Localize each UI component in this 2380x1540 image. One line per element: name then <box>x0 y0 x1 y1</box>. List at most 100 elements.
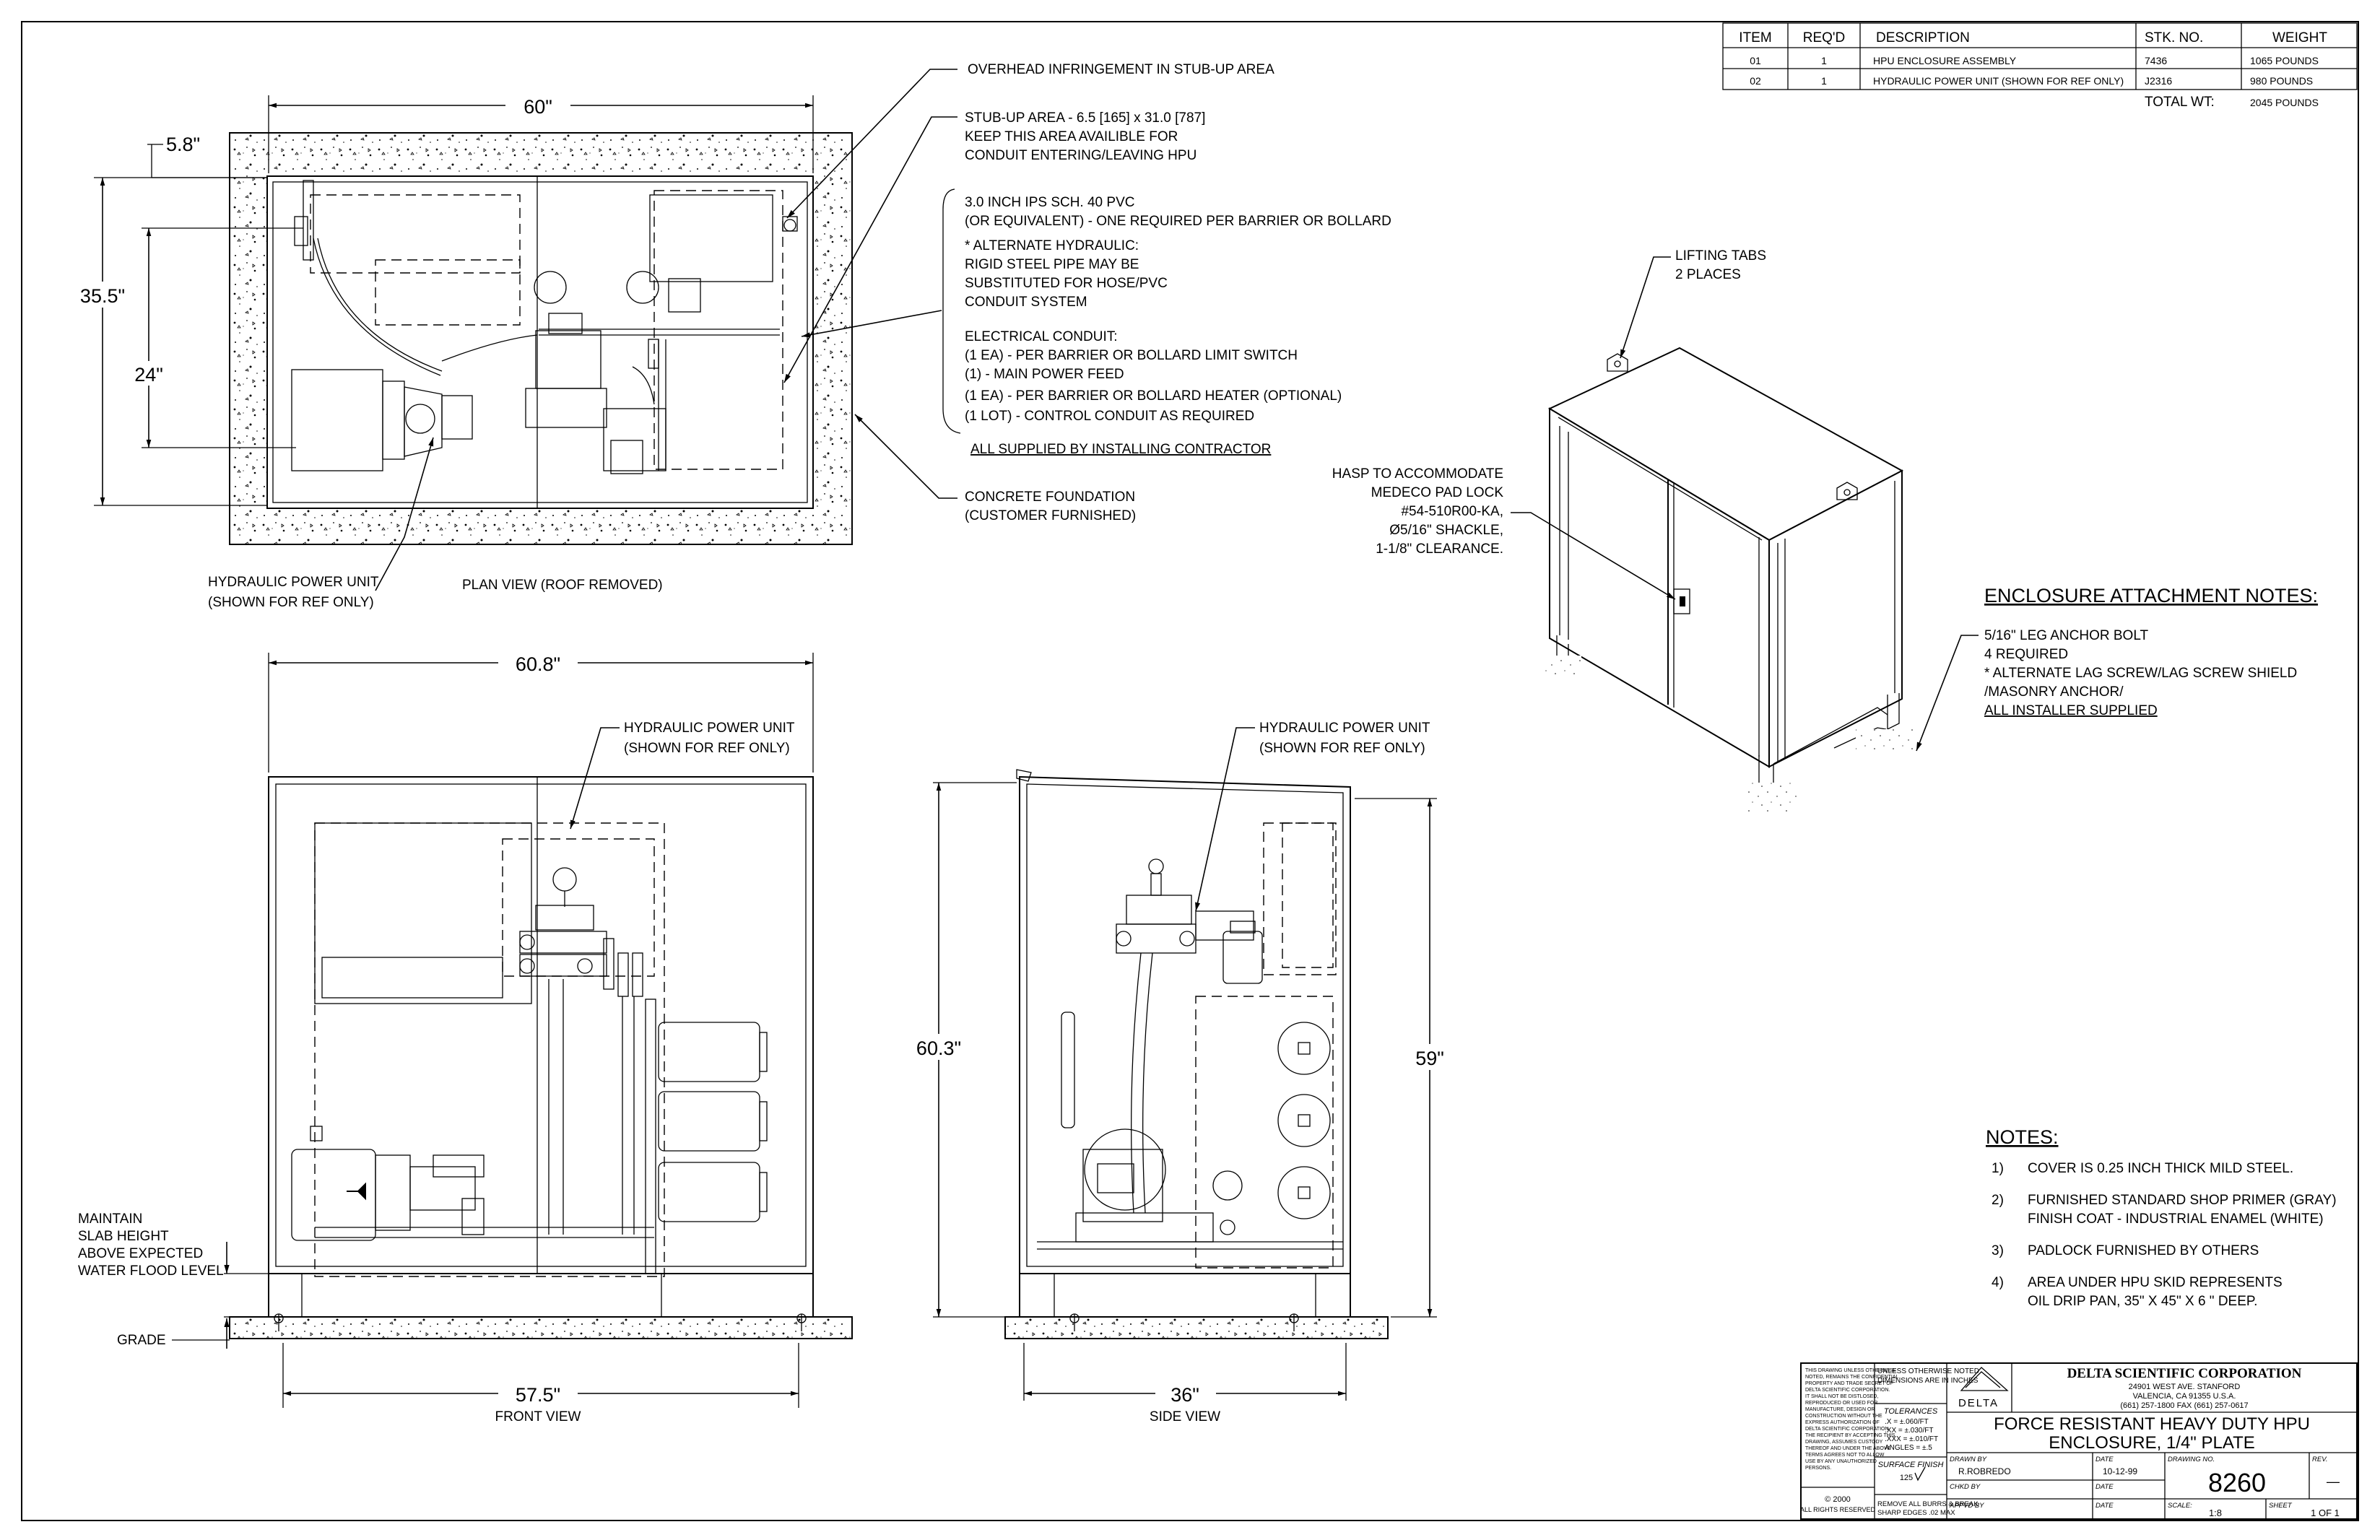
bom-header-item: ITEM <box>1739 30 1771 45</box>
tb-tol-title: TOLERANCES <box>1884 1407 1938 1416</box>
bom-table: ITEM REQ'D DESCRIPTION STK. NO. WEIGHT 0… <box>1722 22 2358 110</box>
tb-date: 10-12-99 <box>2103 1466 2137 1476</box>
tb-company: DELTA SCIENTIFIC CORPORATION <box>2067 1366 2302 1381</box>
side-view-dimensions: 60.3" 59" 36" SIDE VIEW HYDRAULIC POWER … <box>900 721 1459 1424</box>
front-hpu-note-line2: (SHOWN FOR REF ONLY) <box>624 741 790 756</box>
tb-address-2: VALENCIA, CA 91355 U.S.A. <box>2133 1392 2236 1401</box>
grade-label: GRADE <box>117 1333 166 1348</box>
side-view-label: SIDE VIEW <box>1150 1409 1220 1424</box>
tb-surface-label: SURFACE FINISH <box>1878 1461 1944 1469</box>
maintain-line4: WATER FLOOD LEVEL <box>78 1263 224 1279</box>
tb-conf-9: EXPRESS AUTHORIZATION OF <box>1805 1420 1880 1425</box>
tb-date-label: DATE <box>2095 1456 2114 1463</box>
attach-note-line1: 5/16" LEG ANCHOR BOLT <box>1984 628 2148 643</box>
tb-drawn-by: R.ROBREDO <box>1958 1466 2011 1476</box>
side-view <box>1004 769 1389 1339</box>
callout-pvc-line11: (1 LOT) - CONTROL CONDUIT AS REQUIRED <box>965 409 1254 424</box>
tb-date3-label: DATE <box>2095 1502 2114 1510</box>
tb-dwg-no: 8260 <box>2208 1468 2266 1497</box>
front-hpu-note-line1: HYDRAULIC POWER UNIT <box>624 721 795 736</box>
bom-header-weight: WEIGHT <box>2272 30 2327 45</box>
attach-note-line2: 4 REQUIRED <box>1984 647 2068 662</box>
tb-apprvd-label: APPVD BY <box>1949 1502 1984 1510</box>
note1-num: 1) <box>1992 1161 2004 1176</box>
isometric-callouts: LIFTING TABS 2 PLACES HASP TO ACCOMMODAT… <box>1332 248 1766 600</box>
callout-pvc-line5: SUBSTITUTED FOR HOSE/PVC <box>965 276 1168 291</box>
callout-overhead: OVERHEAD INFRINGEMENT IN STUB-UP AREA <box>968 62 1274 77</box>
tb-conf-4: DELTA SCIENTIFIC CORPORATION. <box>1805 1388 1890 1393</box>
plan-dim-inner: 24" <box>134 364 163 386</box>
callout-pvc-line4: RIGID STEEL PIPE MAY BE <box>965 257 1139 272</box>
callout-pvc-line12: ALL SUPPLIED BY INSTALLING CONTRACTOR <box>970 442 1271 457</box>
side-dim-bottom: 36" <box>1171 1384 1199 1406</box>
tb-tol-3: .XXX = ±.010/FT <box>1885 1435 1938 1443</box>
maintain-line2: SLAB HEIGHT <box>78 1229 169 1244</box>
note2-text1: FURNISHED STANDARD SHOP PRIMER (GRAY) <box>2028 1193 2337 1208</box>
isometric-enclosure <box>1545 347 1914 812</box>
front-view-label: FRONT VIEW <box>495 1409 581 1424</box>
maintain-line3: ABOVE EXPECTED <box>78 1246 203 1261</box>
plan-dim-left: 5.8" <box>166 134 200 155</box>
bom-row2-description: HYDRAULIC POWER UNIT (SHOWN FOR REF ONLY… <box>1873 75 2124 87</box>
plan-callouts: OVERHEAD INFRINGEMENT IN STUB-UP AREA ST… <box>783 62 1391 523</box>
callout-pvc-line1: 3.0 INCH IPS SCH. 40 PVC <box>965 195 1134 210</box>
side-hpu-note-line1: HYDRAULIC POWER UNIT <box>1259 721 1430 736</box>
bom-row2-item: 02 <box>1750 75 1761 87</box>
tb-rev-label: REV. <box>2312 1456 2327 1463</box>
note4-text1: AREA UNDER HPU SKID REPRESENTS <box>2028 1275 2283 1290</box>
side-dim-left: 60.3" <box>916 1037 961 1059</box>
callout-stubup-line3: CONDUIT ENTERING/LEAVING HPU <box>965 148 1196 163</box>
tb-units-2: DIMENSIONS ARE IN INCHES <box>1877 1377 1979 1385</box>
attach-note-line5: ALL INSTALLER SUPPLIED <box>1984 703 2158 718</box>
plan-dim-width: 60" <box>524 96 552 118</box>
tb-scale-label: SCALE: <box>2168 1502 2192 1510</box>
tb-drawn-label: DRAWN BY <box>1950 1456 1987 1463</box>
tb-chkd-label: CHKD BY <box>1950 1483 1981 1491</box>
tb-conf-5: IT SHALL NOT BE DISTLOSED, <box>1805 1394 1878 1399</box>
note2-text2: FINISH COAT - INDUSTRIAL ENAMEL (WHITE) <box>2028 1211 2324 1227</box>
callout-hasp-line4: Ø5/16" SHACKLE, <box>1389 523 1503 538</box>
plan-hpu-note-line1: HYDRAULIC POWER UNIT <box>208 575 379 590</box>
bom-row1-stk: 7436 <box>2145 55 2167 66</box>
tb-date2-label: DATE <box>2095 1483 2114 1491</box>
plan-hpu-note-line2: (SHOWN FOR REF ONLY) <box>208 595 374 610</box>
tb-conf-3: PROPERTY AND TRADE SECRET OF <box>1805 1381 1893 1386</box>
bom-header-reqd: REQ'D <box>1803 30 1846 45</box>
sheet-border <box>21 21 2359 1521</box>
plan-view-dimensions: 60" 5.8" 35.5" 24" <box>66 92 814 506</box>
note4-num: 4) <box>1992 1275 2004 1290</box>
plan-view <box>229 132 853 545</box>
bom-row1-reqd: 1 <box>1821 55 1827 66</box>
tb-conf-7: MANUFACTURE, DESIGN OR <box>1805 1407 1875 1412</box>
callout-hasp-line1: HASP TO ACCOMMODATE <box>1332 466 1503 482</box>
callout-pvc-line3: * ALTERNATE HYDRAULIC: <box>965 238 1139 253</box>
tb-conf-2: NOTED, REMAINS THE CONFIDENTIAL <box>1805 1375 1898 1380</box>
attach-note-line4: /MASONRY ANCHOR/ <box>1984 684 2124 700</box>
callout-pvc-line9: (1) - MAIN POWER FEED <box>965 367 1124 382</box>
tb-surface-value: 125 <box>1900 1474 1913 1482</box>
callout-stubup-line2: KEEP THIS AREA AVAILIBLE FOR <box>965 129 1178 144</box>
tb-conf-13: THEREOF AND UNDER THE ABOVE <box>1805 1446 1890 1451</box>
tb-logo-text: DELTA <box>1958 1397 1999 1409</box>
tb-units-1: UNLESS OTHERWISE NOTED <box>1877 1367 1979 1375</box>
tb-sheet-label: SHEET <box>2269 1502 2293 1510</box>
callout-pvc-line2: (OR EQUIVALENT) - ONE REQUIRED PER BARRI… <box>965 214 1391 229</box>
callout-hasp-line5: 1-1/8" CLEARANCE. <box>1376 541 1503 557</box>
tb-conf-6: REPRODUCED OR USED FOR <box>1805 1401 1877 1406</box>
tb-address-3: (661) 257-1800 FAX (661) 257-0617 <box>2120 1401 2248 1410</box>
front-view-dimensions: 60.8" 57.5" FRONT VIEW MAINTAIN SLAB HEI… <box>78 650 814 1424</box>
tb-sheet: 1 OF 1 <box>2311 1508 2340 1518</box>
note3-num: 3) <box>1992 1243 2004 1258</box>
bom-header-description: DESCRIPTION <box>1876 30 1970 45</box>
plan-view-label: PLAN VIEW (ROOF REMOVED) <box>462 578 663 593</box>
bom-row1-description: HPU ENCLOSURE ASSEMBLY <box>1873 55 2017 66</box>
general-notes: NOTES: 1) COVER IS 0.25 INCH THICK MILD … <box>1986 1126 2337 1309</box>
front-dim-bottom: 57.5" <box>516 1384 560 1406</box>
tb-title-1: FORCE RESISTANT HEAVY DUTY HPU <box>1994 1414 2310 1434</box>
tb-conf-1: THIS DRAWING UNLESS OTHERWISE <box>1805 1368 1896 1373</box>
callout-pvc-line8: (1 EA) - PER BARRIER OR BOLLARD LIMIT SW… <box>965 348 1298 363</box>
tb-conf-16: PERSONS. <box>1805 1466 1831 1471</box>
callout-lifting-line1: LIFTING TABS <box>1675 248 1766 264</box>
bom-row2-reqd: 1 <box>1821 75 1827 87</box>
